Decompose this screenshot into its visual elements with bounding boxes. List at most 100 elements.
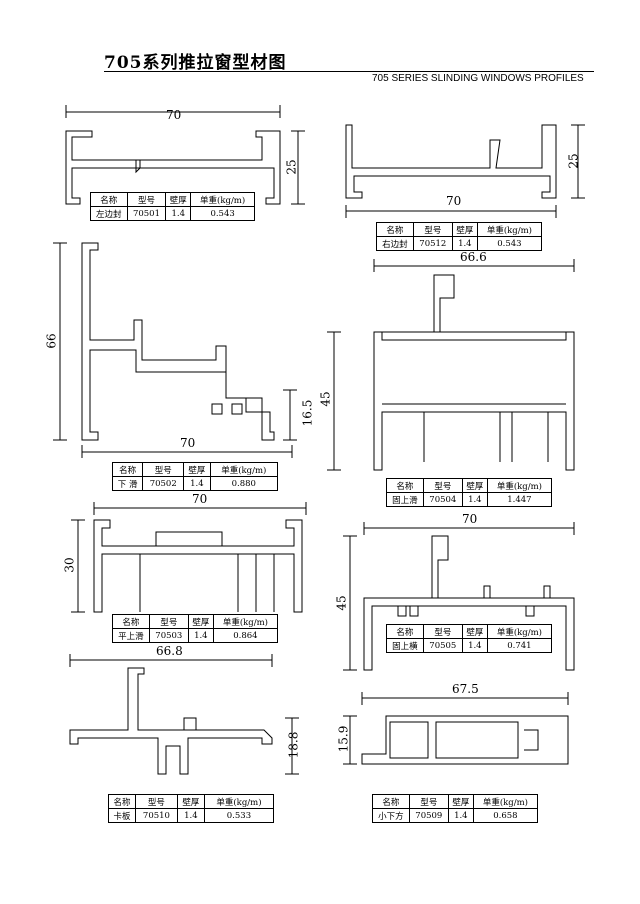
profile-70512-drawing [345, 124, 585, 218]
dim-70512-height: 25 [566, 153, 581, 169]
header-name: 名称 [108, 794, 136, 809]
dim-70502-lip: 16.5 [300, 399, 315, 427]
cell-wall: 1.4 [183, 476, 211, 491]
cell-wall: 1.4 [451, 236, 478, 251]
header-wall: 壁厚 [187, 614, 214, 629]
profile-70510-drawing [69, 654, 299, 775]
cell-weight: 0.543 [476, 236, 543, 251]
cell-weight: 0.658 [472, 808, 539, 823]
page-subtitle: 705 SERIES SLINDING WINDOWS PROFILES [372, 73, 584, 84]
header-wall: 壁厚 [461, 478, 488, 493]
header-model: 型号 [126, 192, 167, 207]
header-name: 名称 [376, 222, 414, 237]
cell-model: 70512 [412, 236, 453, 251]
profile-70501-drawing [65, 105, 305, 205]
title-underline [104, 71, 594, 72]
header-weight: 单重(kg/m) [203, 794, 275, 809]
header-weight: 单重(kg/m) [486, 478, 553, 493]
cell-weight: 0.864 [212, 628, 279, 643]
profile-70503-drawing [71, 502, 307, 613]
cell-model: 70509 [408, 808, 449, 823]
header-wall: 壁厚 [183, 462, 211, 477]
cell-weight: 0.741 [486, 638, 553, 653]
cell-model: 70510 [134, 808, 178, 823]
cell-model: 70503 [148, 628, 189, 643]
cell-wall: 1.4 [176, 808, 205, 823]
header-name: 名称 [112, 614, 150, 629]
profile-70502-drawing [53, 242, 297, 458]
cell-name: 左边封 [90, 206, 128, 221]
cell-name: 右边封 [376, 236, 414, 251]
header-model: 型号 [408, 794, 449, 809]
cell-weight: 0.543 [190, 206, 255, 221]
header-weight: 单重(kg/m) [190, 192, 255, 207]
cell-wall: 1.4 [165, 206, 192, 221]
cell-weight: 0.533 [203, 808, 275, 823]
dim-70504-width: 66.6 [460, 250, 487, 264]
header-model: 型号 [148, 614, 189, 629]
dim-70509-height: 15.9 [336, 725, 351, 753]
profile-70505-drawing [343, 522, 575, 671]
cell-name: 小下方 [372, 808, 410, 823]
cell-model: 70505 [422, 638, 463, 653]
header-wall: 壁厚 [176, 794, 205, 809]
header-weight: 单重(kg/m) [486, 624, 553, 639]
cell-wall: 1.4 [187, 628, 214, 643]
header-model: 型号 [422, 624, 463, 639]
header-wall: 壁厚 [447, 794, 474, 809]
dim-70502-width: 70 [180, 436, 196, 450]
cell-name: 固上滑 [386, 492, 424, 507]
profile-70509-drawing [343, 692, 569, 765]
header-name: 名称 [111, 462, 144, 477]
dim-70509-width: 67.5 [452, 682, 479, 696]
header-weight: 单重(kg/m) [476, 222, 543, 237]
cell-name: 卡板 [108, 808, 136, 823]
cell-weight: 0.880 [209, 476, 279, 491]
cell-name: 固上横 [386, 638, 424, 653]
header-model: 型号 [422, 478, 463, 493]
cell-model: 70504 [422, 492, 463, 507]
cell-model: 70502 [142, 476, 185, 491]
header-model: 型号 [142, 462, 185, 477]
profile-70504-drawing [327, 259, 575, 471]
dim-70501-height: 25 [284, 159, 299, 175]
header-weight: 单重(kg/m) [472, 794, 539, 809]
header-weight: 单重(kg/m) [209, 462, 279, 477]
dim-70512-width: 70 [446, 194, 462, 208]
dim-70510-height: 18.8 [286, 731, 301, 759]
header-model: 型号 [412, 222, 453, 237]
header-wall: 壁厚 [461, 624, 488, 639]
cell-model: 70501 [126, 206, 167, 221]
dim-70510-width: 66.8 [156, 644, 183, 658]
header-name: 名称 [386, 624, 424, 639]
dim-70501-width: 70 [166, 108, 182, 122]
header-name: 名称 [90, 192, 128, 207]
dim-70505-height: 45 [334, 595, 349, 611]
header-weight: 单重(kg/m) [212, 614, 279, 629]
cell-name: 平上滑 [112, 628, 150, 643]
dim-70505-width: 70 [462, 512, 478, 526]
dim-70503-height: 30 [62, 557, 77, 573]
cell-weight: 1.447 [486, 492, 553, 507]
dim-70503-width: 70 [192, 492, 208, 506]
header-wall: 壁厚 [451, 222, 478, 237]
header-name: 名称 [386, 478, 424, 493]
dim-70504-height: 45 [318, 391, 333, 407]
header-name: 名称 [372, 794, 410, 809]
cell-wall: 1.4 [447, 808, 474, 823]
dim-70502-height: 66 [44, 333, 59, 349]
header-model: 型号 [134, 794, 178, 809]
cell-name: 下 滑 [111, 476, 144, 491]
cell-wall: 1.4 [461, 638, 488, 653]
header-wall: 壁厚 [165, 192, 192, 207]
page-title: 705系列推拉窗型材图 [104, 53, 287, 73]
